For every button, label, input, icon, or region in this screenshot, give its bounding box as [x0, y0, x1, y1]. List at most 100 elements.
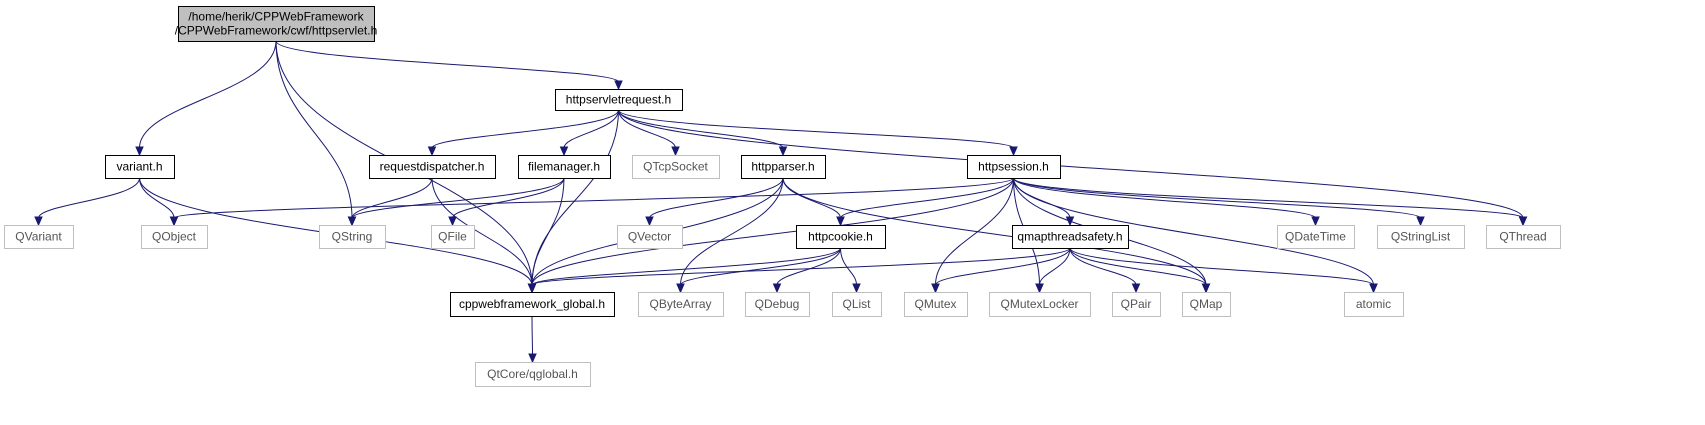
node-label: QTcpSocket	[643, 160, 708, 174]
node-box	[1486, 225, 1561, 249]
node-box	[450, 292, 615, 317]
edge-httpsession-to-qstringlist	[1013, 177, 1425, 227]
edge-line	[431, 109, 619, 149]
node-qmapthreadsafety[interactable]: qmapthreadsafety.h	[1012, 225, 1129, 249]
node-box	[989, 292, 1091, 317]
node-label: QObject	[152, 230, 197, 244]
edge-line	[531, 177, 565, 286]
edge-line	[649, 177, 784, 219]
node-qthread: QThread	[1486, 225, 1561, 249]
edge-variant-to-qvariant	[34, 177, 140, 227]
arrowhead-icon	[1009, 146, 1018, 157]
node-label: filemanager.h	[528, 160, 600, 174]
node-qstringlist: QStringList	[1377, 225, 1465, 249]
edge-httpparser-to-httpcookie	[782, 177, 845, 227]
edge-line	[139, 177, 175, 219]
arrowhead-icon	[772, 283, 782, 294]
arrowhead-icon	[645, 216, 654, 227]
edge-line	[1013, 177, 1316, 219]
arrowhead-icon	[1131, 283, 1141, 294]
node-label: QStringList	[1391, 230, 1451, 244]
edge-line	[1013, 177, 1374, 286]
node-label: httpsession.h	[978, 160, 1049, 174]
node-box	[632, 155, 720, 179]
edge-root-to-httpservletrequest	[275, 40, 623, 91]
node-variant[interactable]: variant.h	[105, 155, 175, 179]
node-httpcookie[interactable]: httpcookie.h	[796, 225, 886, 249]
node-qobject: QObject	[141, 225, 208, 249]
node-filemanager[interactable]: filemanager.h	[518, 155, 611, 179]
node-box	[518, 155, 611, 179]
node-httpparser[interactable]: httpparser.h	[741, 155, 826, 179]
node-global[interactable]: cppwebframework_global.h	[450, 292, 615, 317]
edge-httpsession-to-qthread	[1013, 177, 1528, 227]
node-box	[904, 292, 968, 317]
edge-line	[431, 177, 533, 286]
arrowhead-icon	[1311, 216, 1320, 227]
edge-httpcookie-to-qlist	[840, 247, 861, 294]
edge-line	[782, 177, 841, 219]
edge-httpsession-to-qdatetime	[1013, 177, 1320, 227]
node-box	[555, 89, 683, 111]
node-root[interactable]: /home/herik/CPPWebFramework/CPPWebFramew…	[175, 6, 378, 42]
edge-line	[275, 40, 353, 219]
edge-line	[531, 109, 619, 286]
edge-filemanager-to-qfile	[448, 177, 565, 227]
edge-httpservletrequest-to-httpparser	[618, 109, 788, 157]
node-box	[475, 362, 591, 387]
node-qdatetime: QDateTime	[1277, 225, 1355, 249]
node-qbytearray: QByteArray	[638, 292, 724, 317]
edge-qmapthreadsafety-to-qpair	[1069, 247, 1141, 294]
node-httpsession[interactable]: httpsession.h	[967, 155, 1061, 179]
node-qvector: QVector	[617, 225, 683, 249]
node-label: httpcookie.h	[808, 230, 873, 244]
edge-line	[935, 247, 1071, 286]
node-box	[4, 225, 74, 249]
arrowhead-icon	[1369, 283, 1378, 294]
edge-line	[173, 177, 1014, 219]
edge-qmapthreadsafety-to-qmap	[1069, 247, 1211, 294]
node-label: variant.h	[116, 160, 162, 174]
node-box	[967, 155, 1061, 179]
arrowhead-icon	[559, 146, 569, 157]
node-label: QFile	[438, 230, 467, 244]
nodes-layer: /home/herik/CPPWebFramework/CPPWebFramew…	[4, 6, 1561, 387]
edge-line	[840, 247, 857, 286]
node-qstring: QString	[319, 225, 386, 249]
edge-requestdispatcher-to-qstring	[347, 177, 433, 227]
edge-line	[38, 177, 140, 219]
node-box	[1112, 292, 1161, 317]
node-label: cppwebframework_global.h	[459, 297, 605, 311]
edge-line	[618, 109, 1524, 219]
arrowhead-icon	[448, 216, 457, 227]
node-box	[141, 225, 208, 249]
edge-root-to-variant	[135, 40, 277, 157]
arrowhead-icon	[34, 216, 43, 227]
node-httpservletrequest[interactable]: httpservletrequest.h	[555, 89, 683, 111]
arrowhead-icon	[778, 146, 788, 157]
node-qlist: QList	[832, 292, 882, 317]
node-box	[832, 292, 882, 317]
arrowhead-icon	[671, 146, 680, 157]
arrowhead-icon	[1035, 283, 1044, 294]
edge-httpsession-to-qobject	[169, 177, 1014, 227]
edge-line	[531, 177, 1014, 286]
node-box	[1012, 225, 1129, 249]
edge-line	[351, 177, 433, 219]
node-box	[741, 155, 826, 179]
arrowhead-icon	[931, 283, 940, 294]
edge-line	[1013, 177, 1524, 219]
edge-httpparser-to-qvector	[645, 177, 784, 227]
node-qmutexlocker: QMutexLocker	[989, 292, 1091, 317]
edge-line	[618, 109, 1014, 149]
edge-httpservletrequest-to-requestdispatcher	[427, 109, 619, 157]
node-box	[105, 155, 175, 179]
node-requestdispatcher[interactable]: requestdispatcher.h	[369, 155, 496, 179]
edge-line	[452, 177, 565, 219]
arrowhead-icon	[1518, 216, 1528, 227]
node-qglobal: QtCore/qglobal.h	[475, 362, 591, 387]
node-label: QtCore/qglobal.h	[487, 367, 578, 381]
edge-line	[531, 247, 841, 286]
node-label: QMap	[1190, 297, 1223, 311]
